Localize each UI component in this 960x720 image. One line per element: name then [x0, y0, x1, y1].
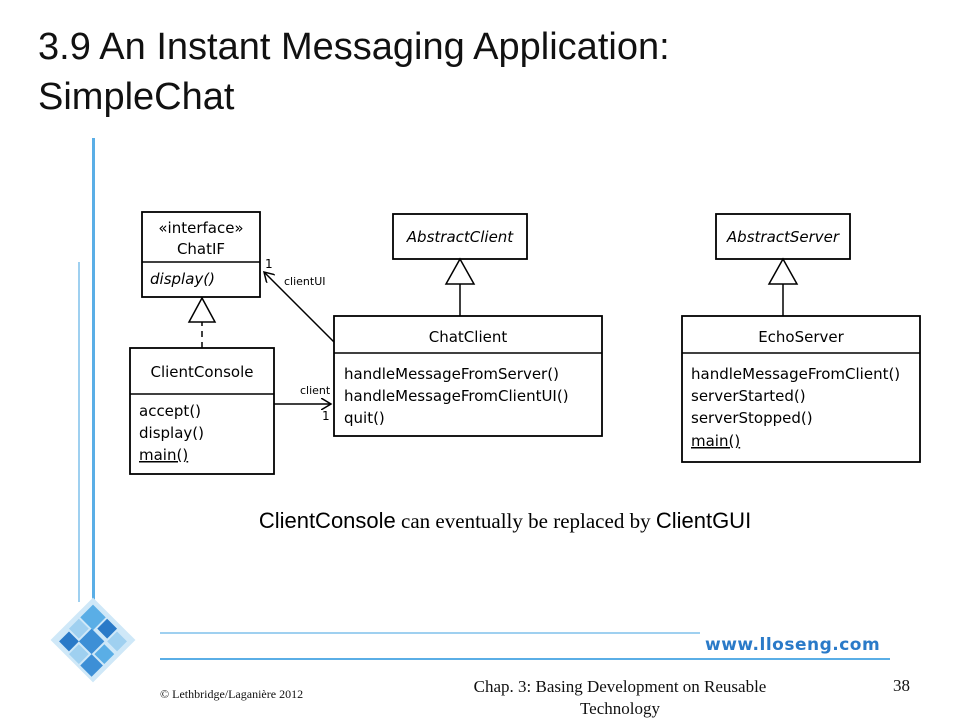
chatif-name: ChatIF [177, 240, 225, 258]
chat-client-op-quit: quit() [344, 409, 385, 427]
chatif-stereotype: «interface» [158, 219, 243, 237]
echo-server-op-main: main() [691, 432, 740, 450]
page-number: 38 [893, 676, 910, 695]
slide-title-line2: SimpleChat [38, 76, 235, 118]
footer-chapter-line1: Chap. 3: Basing Development on Reusable [473, 677, 767, 696]
abstract-server-name: AbstractServer [726, 228, 840, 246]
footer-chapter-line2: Technology [579, 699, 660, 718]
chat-client-name: ChatClient [429, 328, 508, 346]
assoc-client-role: client [300, 384, 331, 397]
echo-server-op-started: serverStarted() [691, 387, 806, 405]
abstract-client-class-box: AbstractClient [392, 213, 528, 260]
assoc-clientui-role: clientUI [284, 275, 326, 288]
echo-server-op-handle-client: handleMessageFromClient() [691, 365, 900, 383]
website-link[interactable]: www.lloseng.com [705, 635, 881, 655]
left-accent-line-short [78, 262, 80, 602]
caption-middle: can eventually be replaced by [395, 509, 656, 533]
bottom-accent-line [160, 658, 890, 660]
assoc-client-multiplicity: 1 [322, 409, 330, 423]
mosaic-logo [50, 597, 136, 683]
abstract-server-class-box: AbstractServer [715, 213, 851, 260]
echo-server-op-stopped: serverStopped() [691, 409, 813, 427]
chat-client-op-handle-clientui: handleMessageFromClientUI() [344, 387, 569, 405]
echo-server-class-box: EchoServer handleMessageFromClient() ser… [681, 315, 921, 463]
footer-chapter: Chap. 3: Basing Development on Reusable … [440, 676, 800, 720]
bottom-accent-line-upper [160, 632, 700, 634]
slide-title: 3.9 An Instant Messaging Application: Si… [38, 22, 918, 122]
client-console-op-main: main() [139, 446, 188, 464]
chatif-class-box: «interface» ChatIF display() [141, 211, 261, 298]
left-accent-line [92, 138, 95, 678]
client-console-class-box: ClientConsole accept() display() main() [129, 347, 275, 475]
caption-client-console: ClientConsole [258, 508, 396, 533]
caption-client-gui: ClientGUI [655, 508, 752, 533]
generalization-triangle-server [767, 257, 799, 285]
echo-server-name: EchoServer [758, 328, 844, 346]
assoc-clientui-line [264, 272, 335, 343]
client-console-op-display: display() [139, 424, 204, 442]
client-console-op-accept: accept() [139, 402, 201, 420]
footer-copyright: © Lethbridge/Laganière 2012 [160, 687, 304, 701]
diagram-caption: ClientConsole can eventually be replaced… [0, 508, 960, 534]
slide-title-line1: 3.9 An Instant Messaging Application: [38, 26, 670, 68]
chatif-op-display: display() [150, 270, 215, 288]
realization-triangle [187, 296, 217, 323]
generalization-triangle-client [444, 257, 476, 285]
client-console-name: ClientConsole [151, 363, 254, 381]
chat-client-class-box: ChatClient handleMessageFromServer() han… [333, 315, 603, 437]
abstract-client-name: AbstractClient [406, 228, 515, 246]
chat-client-op-handle-server: handleMessageFromServer() [344, 365, 559, 383]
assoc-clientui-multiplicity: 1 [265, 257, 273, 271]
